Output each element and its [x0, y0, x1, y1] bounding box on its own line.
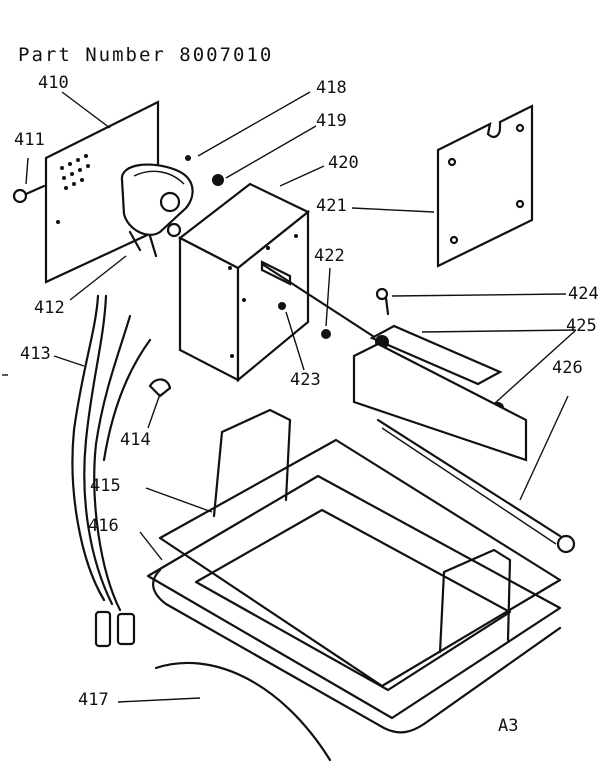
callout-425: 425	[566, 316, 597, 336]
screw-411	[12, 184, 46, 204]
callout-416: 416	[88, 516, 119, 536]
callout-426: 426	[552, 358, 583, 378]
part-418	[185, 155, 191, 161]
bracket-425	[352, 324, 528, 462]
shaft-422	[260, 262, 384, 344]
callout-420: 420	[328, 153, 359, 173]
nut-422	[321, 329, 331, 339]
panel-plate-410	[44, 100, 160, 284]
clip-414	[148, 378, 172, 398]
timer-412	[120, 163, 194, 258]
panel-vents	[60, 154, 90, 190]
callout-421: 421	[316, 196, 347, 216]
page-reference: A3	[498, 716, 519, 736]
diagram-title: Part Number 8007010	[18, 44, 274, 66]
callout-412: 412	[34, 298, 65, 318]
rack-415	[158, 408, 562, 688]
callout-413: 413	[20, 344, 51, 364]
callout-419: 419	[316, 111, 347, 131]
cord-417	[154, 661, 332, 762]
callout-417: 417	[78, 690, 109, 710]
part-419	[212, 174, 224, 186]
callout-423: 423	[290, 370, 321, 390]
leader-lines	[25, 91, 577, 703]
heating-rod-426	[376, 418, 576, 554]
pan-416	[146, 474, 562, 734]
callout-418: 418	[316, 78, 347, 98]
callout-424: 424	[568, 284, 599, 304]
callout-414: 414	[120, 430, 151, 450]
cover-plate-421	[436, 104, 534, 268]
wire-harness-413	[71, 294, 152, 648]
callout-411: 411	[14, 130, 45, 150]
callout-422: 422	[314, 246, 345, 266]
callout-415: 415	[90, 476, 121, 496]
housing-box-420	[177, 182, 311, 383]
screw-424	[375, 287, 390, 316]
callout-410: 410	[38, 73, 69, 93]
